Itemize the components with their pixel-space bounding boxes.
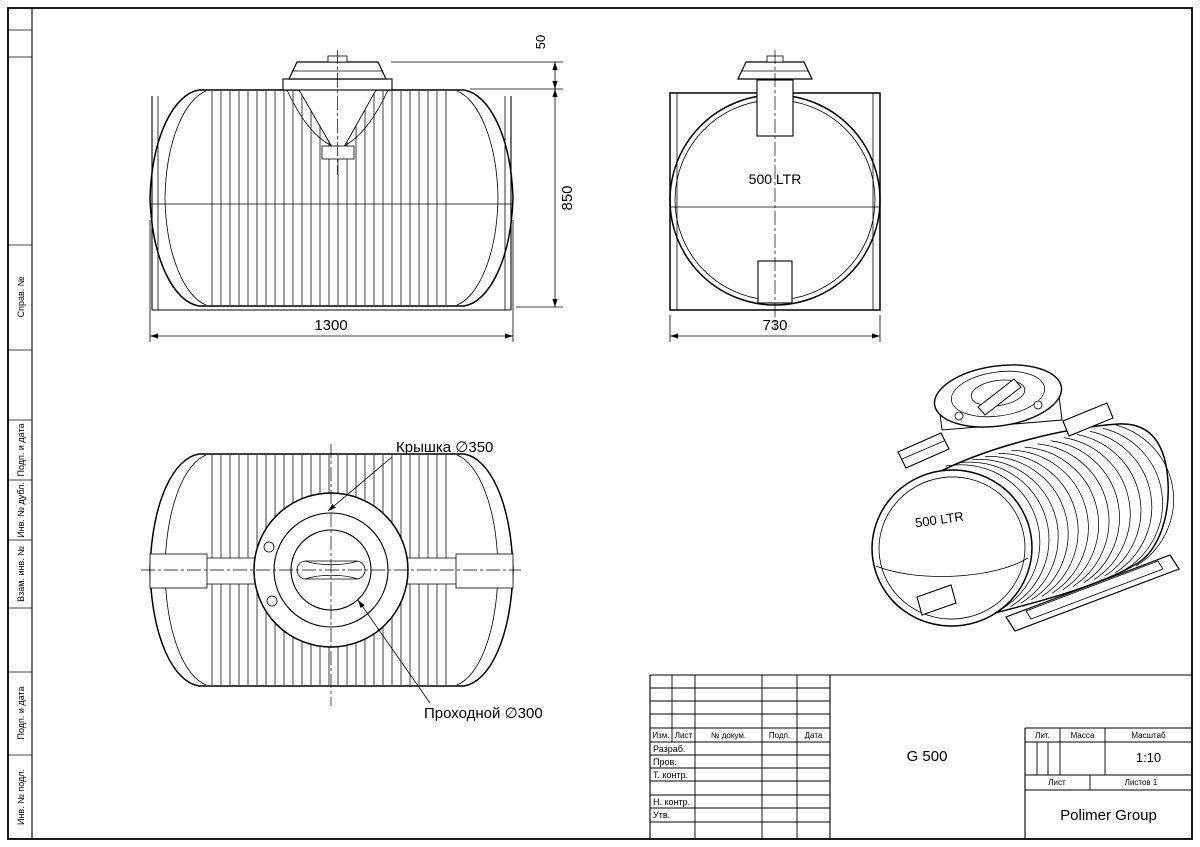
rib-arc — [985, 456, 1069, 601]
margin-label: Справ. № — [16, 276, 26, 317]
tb-col-podp: Подп. — [769, 731, 790, 740]
front-ribs — [211, 91, 447, 305]
dim-tank-height: 850 — [559, 185, 576, 210]
rib-arc — [1089, 430, 1153, 574]
margin-strip-labels: Справ. № Подп. и дата Инв. № дубл. Взам.… — [16, 276, 26, 825]
iso-ribs — [945, 424, 1175, 611]
rib-arc — [959, 461, 1050, 607]
rib-arc — [972, 459, 1059, 604]
tb-col-data: Дата — [805, 731, 823, 740]
dim-tank-width: 730 — [762, 317, 787, 334]
dim-tank-length: 1300 — [314, 317, 347, 334]
iso-bracket-left — [897, 432, 950, 469]
rib-arc — [945, 464, 1041, 611]
tb-col-izm: Изм. — [652, 731, 669, 740]
tb-row-utv: Утв. — [653, 810, 670, 820]
rib-arc — [1011, 449, 1089, 594]
iso-bottom-tab — [916, 584, 957, 616]
side-bracket — [149, 553, 208, 589]
tb-scale-label: Масштаб — [1131, 731, 1166, 740]
tb-lit-label: Лит. — [1035, 731, 1050, 740]
front-stand — [151, 96, 512, 311]
rib-arc — [1063, 437, 1131, 580]
pass-annotation: Проходной ∅300 — [424, 705, 543, 722]
lid-annotation: Крышка ∅350 — [396, 439, 493, 456]
rib-arc — [1050, 440, 1120, 584]
tb-sheets-label: Листов 1 — [1125, 778, 1158, 787]
tb-row-prov: Пров. — [653, 757, 677, 767]
front-dimensions: 50 850 1300 — [149, 35, 576, 342]
title-block: Изм. Лист № докум. Подп. Дата Разраб. Пр… — [649, 674, 1192, 839]
rib-arc — [1102, 427, 1163, 570]
iso-bracket-right — [1062, 402, 1114, 437]
tb-sheet-label: Лист — [1048, 778, 1066, 787]
side-dimensions: 730 — [669, 315, 881, 342]
vent-plug — [1033, 400, 1043, 410]
tb-col-docnum: № докум. — [711, 731, 746, 740]
rib-arc — [1115, 424, 1175, 567]
rib-arc — [1076, 434, 1142, 577]
dim-lid-height: 50 — [533, 35, 548, 49]
rib-arc — [1037, 443, 1110, 587]
margin-strip-dividers — [8, 29, 32, 756]
tb-row-nkontr: Н. контр. — [653, 797, 690, 807]
margin-label: Взам. инв. № — [16, 546, 26, 602]
margin-label: Подп. и дата — [16, 423, 26, 476]
front-view — [149, 50, 514, 311]
iso-view: 500 LTR — [871, 364, 1180, 632]
lid-cap — [288, 61, 387, 80]
tb-col-list: Лист — [675, 731, 693, 740]
margin-label: Подп. и дата — [16, 686, 26, 739]
vent-plug — [954, 411, 964, 421]
side-view: 500 LTR — [669, 50, 881, 330]
lid-cap — [737, 61, 813, 80]
rib-arc — [998, 453, 1079, 597]
rib-arc — [1024, 446, 1099, 591]
iso-lid-handle — [977, 378, 1022, 416]
sheet-frame: Справ. № Подп. и дата Инв. № дубл. Взам.… — [7, 7, 1193, 840]
bolt-hole — [266, 595, 278, 607]
iso-front-face — [871, 469, 1033, 627]
side-bracket — [455, 553, 514, 589]
tb-row-tkontr: Т. контр. — [653, 770, 688, 780]
volume-label: 500 LTR — [914, 509, 965, 531]
doc-name: G 500 — [907, 748, 948, 765]
tb-mass-label: Масса — [1071, 731, 1095, 740]
top-view: Крышка ∅350 Проходной ∅300 — [141, 439, 543, 722]
tb-row-razrab: Разраб. — [653, 744, 685, 754]
bolt-hole — [263, 541, 275, 553]
scale-value: 1:10 — [1136, 750, 1161, 765]
tank-outline — [149, 89, 514, 307]
company-name: Polimer Group — [1060, 807, 1157, 824]
margin-label: Инв. № дубл. — [16, 482, 26, 538]
margin-label: Инв. № подл. — [16, 769, 26, 825]
